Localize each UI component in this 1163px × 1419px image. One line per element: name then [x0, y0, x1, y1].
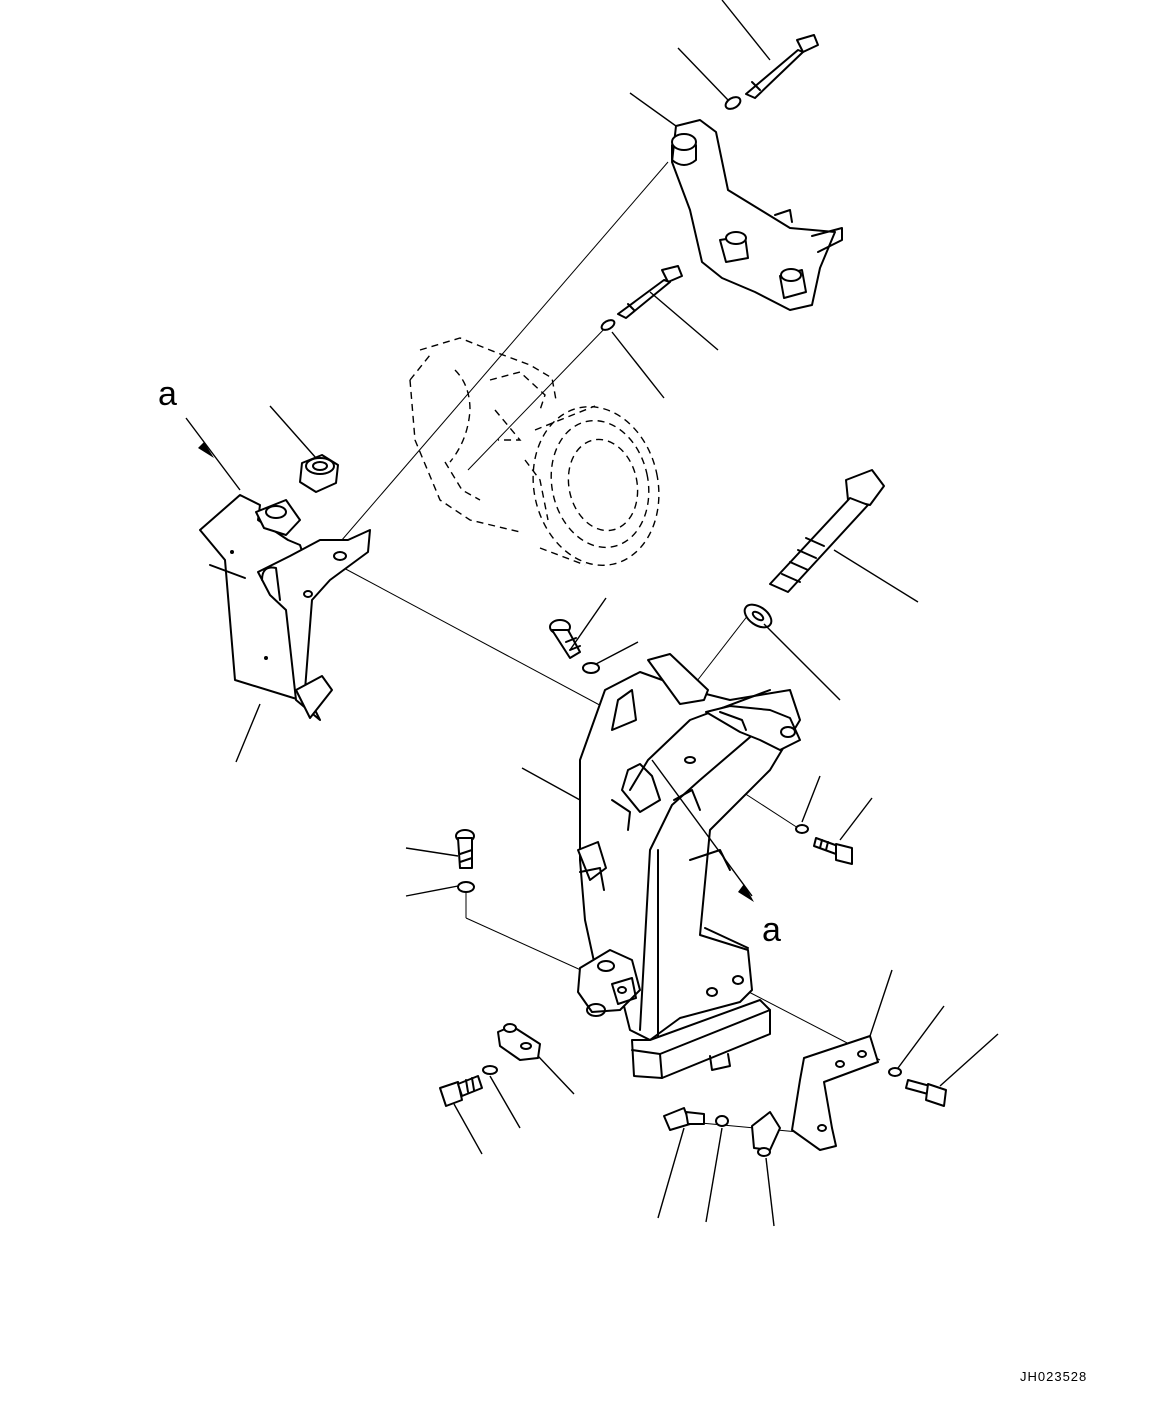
small-washer-right — [795, 824, 809, 834]
mid-washer — [600, 319, 616, 331]
small-bolt-a — [549, 619, 581, 659]
flat-washer-large — [743, 603, 773, 629]
bolt-bottom-center — [663, 1107, 705, 1131]
view-marker-a-top: a — [158, 375, 177, 413]
view-marker-a-bottom: a — [762, 911, 781, 949]
leader-lines — [235, 0, 999, 1227]
washer-bottom-left — [482, 1065, 498, 1075]
small-washer-left — [457, 881, 475, 893]
washer-bottom-center — [715, 1115, 729, 1127]
view-arrow-bottom — [651, 759, 754, 902]
mid-bolt — [617, 265, 683, 319]
small-bolt-right — [813, 837, 853, 865]
big-bolt — [769, 469, 885, 593]
left-bracket — [199, 494, 371, 721]
upper-mounting-bracket — [671, 119, 843, 311]
small-washer-a — [582, 662, 600, 674]
drawing-code: JH023528 — [1020, 1369, 1087, 1384]
hose-clip-left — [497, 1023, 541, 1061]
bottom-right-plate — [791, 1035, 879, 1151]
long-bolt-top — [745, 34, 819, 99]
spring-washer-top — [724, 96, 742, 110]
compressor-phantom — [409, 337, 660, 567]
view-arrow-top — [185, 417, 241, 491]
main-support-bracket — [577, 653, 801, 1079]
washer-right-plate — [888, 1067, 902, 1077]
bolt-bottom-left — [439, 1075, 483, 1107]
small-bolt-left — [455, 829, 475, 869]
nut — [299, 454, 339, 493]
bolt-right-plate — [905, 1079, 947, 1107]
hose-clip-right — [751, 1111, 781, 1157]
